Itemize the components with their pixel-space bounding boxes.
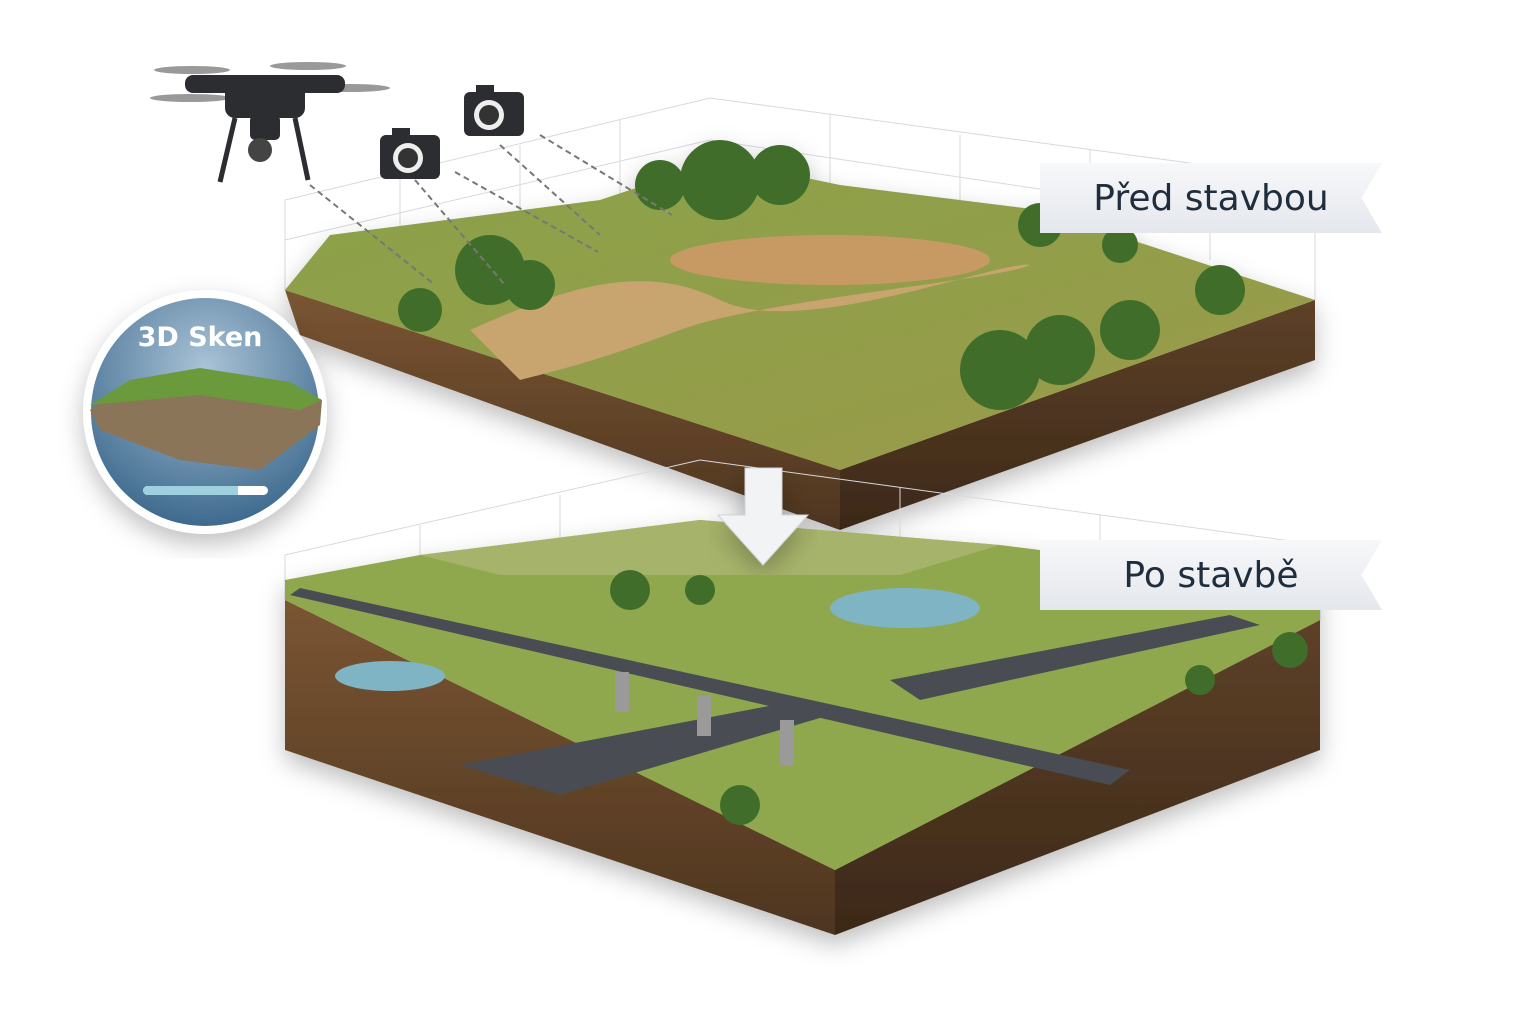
down-arrow-icon — [716, 467, 810, 566]
3d-scan-badge — [83, 290, 327, 534]
label-after: Po stavbě — [1040, 540, 1382, 610]
label-before: Před stavbou — [1040, 163, 1382, 233]
scan-progress-bar — [143, 486, 268, 495]
drone-icon — [150, 62, 390, 183]
scan-progress-fill — [143, 486, 238, 495]
camera-icon — [464, 85, 524, 136]
scan-rays — [309, 134, 673, 286]
camera-icon — [380, 128, 440, 179]
scan-title: 3D Sken — [137, 322, 263, 353]
terrain-before-construction — [285, 140, 1315, 530]
